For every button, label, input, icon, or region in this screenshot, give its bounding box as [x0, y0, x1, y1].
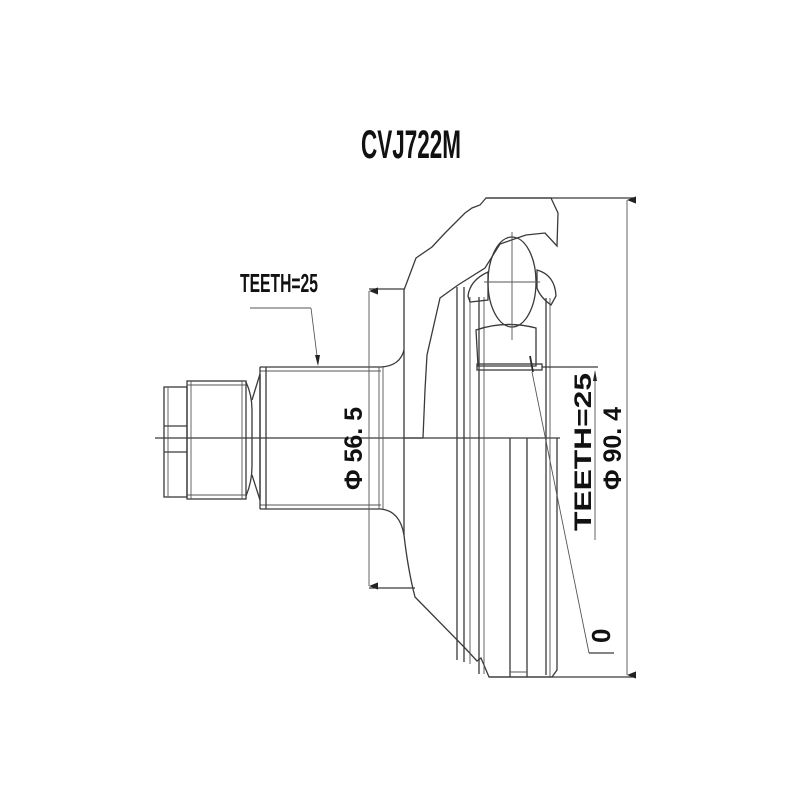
dimension-shaft-diameter: Φ 56. 5: [340, 287, 378, 590]
outer-spline-teeth-label: TEETH=25: [240, 268, 318, 298]
outer-spline-callout: TEETH=25: [240, 268, 320, 366]
splined-shaft: [251, 349, 405, 536]
inner-spline-teeth-label: TEETH=25: [570, 373, 597, 531]
shaft-diameter-label: Φ 56. 5: [340, 407, 368, 490]
abs-ring-callout: 0: [531, 371, 616, 654]
part-number-title: CVJ722M: [361, 123, 461, 167]
dimension-outer-diameter: Φ 90. 4: [486, 196, 636, 679]
abs-ring-label: 0: [586, 629, 616, 643]
outer-diameter-label: Φ 90. 4: [599, 407, 627, 490]
thread-section: [186, 380, 253, 500]
stub-tip: [163, 386, 188, 498]
inner-race-cage: [456, 232, 598, 677]
inner-spline-callout: TEETH=25: [570, 370, 597, 540]
